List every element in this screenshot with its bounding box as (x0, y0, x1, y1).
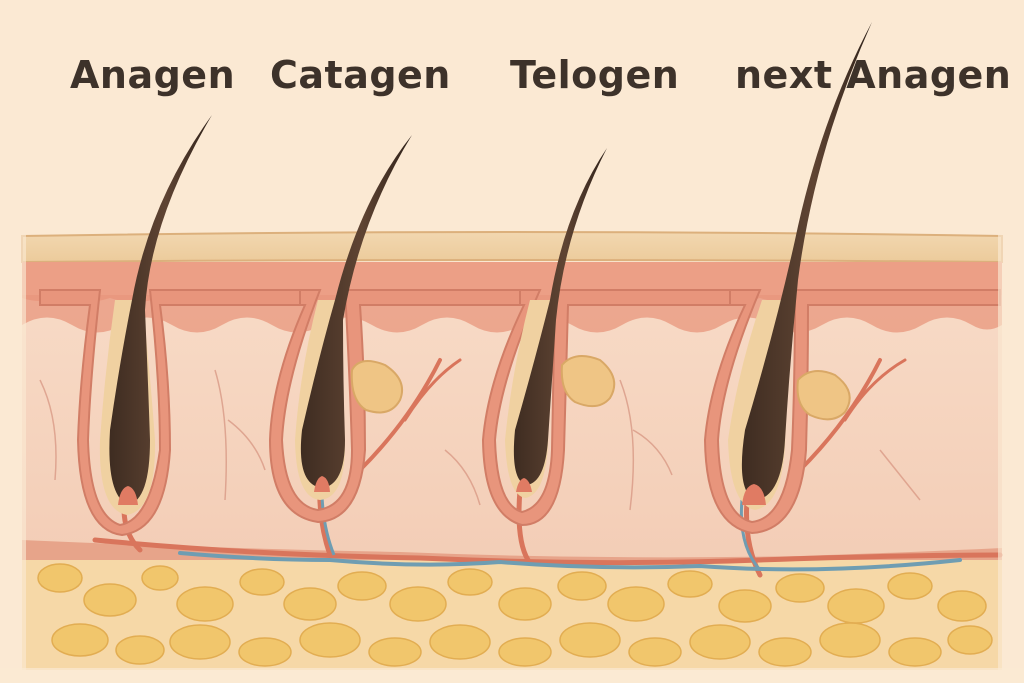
fat-cell (368, 637, 422, 667)
sebaceous-gland (560, 355, 616, 408)
epidermis-layer (21, 231, 1003, 264)
fat-cell (819, 622, 881, 658)
sebaceous-gland (796, 370, 851, 421)
vein (178, 551, 962, 572)
vein-branch-2 (739, 499, 762, 571)
fat-cell (775, 573, 825, 603)
follicle-catagen (268, 135, 521, 524)
fat-cell (557, 571, 607, 601)
follicle-next-anagen (703, 22, 1001, 535)
fat-cell (937, 590, 987, 622)
fat-cell (239, 568, 285, 596)
fat-cell (83, 583, 137, 617)
left-edge-fade (0, 225, 26, 675)
right-edge-fade (998, 225, 1024, 675)
fat-cell (238, 637, 292, 667)
fat-cell (827, 588, 885, 624)
fat-cell (758, 637, 812, 667)
fat-cell (176, 586, 234, 622)
bottom-edge-fade (0, 668, 1024, 683)
fat-cell (447, 568, 493, 596)
fat-cell (888, 637, 942, 667)
follicle-sheath (703, 289, 1001, 535)
follicle-sheath (481, 289, 731, 527)
fat-cells (37, 563, 993, 667)
dermal-papilla (516, 478, 532, 492)
stage-label-telogen: Telogen (510, 53, 680, 97)
dermal-papilla (118, 486, 138, 505)
fat-cell (389, 586, 447, 622)
hair-shaft (513, 148, 607, 485)
fat-cell (169, 624, 231, 660)
dermal-vessels (39, 369, 921, 511)
capillary-2 (403, 358, 462, 422)
fat-cell (498, 587, 552, 621)
stage-label-next-anagen: next Anagen (735, 53, 1012, 97)
hair-shaft (300, 135, 412, 488)
fat-cell (628, 637, 682, 667)
hair-shaft (741, 22, 872, 500)
follicle-sheath (39, 289, 301, 537)
dermal-papilla (314, 476, 330, 492)
dermal-papilla (742, 484, 766, 505)
follicle-telogen (481, 148, 731, 527)
fat-cell (947, 625, 993, 655)
fat-cell (689, 624, 751, 660)
follicle-sheath (268, 289, 521, 524)
fat-cell (37, 563, 83, 593)
artery-branch-3 (516, 487, 531, 563)
fat-cell (559, 622, 621, 658)
hair-shaft (109, 115, 212, 505)
artery-main (92, 537, 1003, 566)
capillary-4 (843, 358, 907, 422)
sebaceous-gland (350, 360, 404, 414)
fat-cell (115, 635, 165, 665)
fat-cell (283, 587, 337, 621)
fat-cell (887, 572, 933, 600)
fat-cell (141, 565, 179, 591)
fat-cell (667, 570, 713, 598)
fat-cell (337, 571, 387, 601)
fat-cell (607, 586, 665, 622)
fat-cell (429, 624, 491, 660)
fat-cell (299, 622, 361, 658)
fat-cell (498, 637, 552, 667)
fat-cell (51, 623, 109, 657)
follicle-anagen (39, 115, 301, 537)
fat-cell (718, 589, 772, 623)
stage-label-catagen: Catagen (270, 53, 451, 97)
stage-label-anagen: Anagen (70, 53, 236, 97)
